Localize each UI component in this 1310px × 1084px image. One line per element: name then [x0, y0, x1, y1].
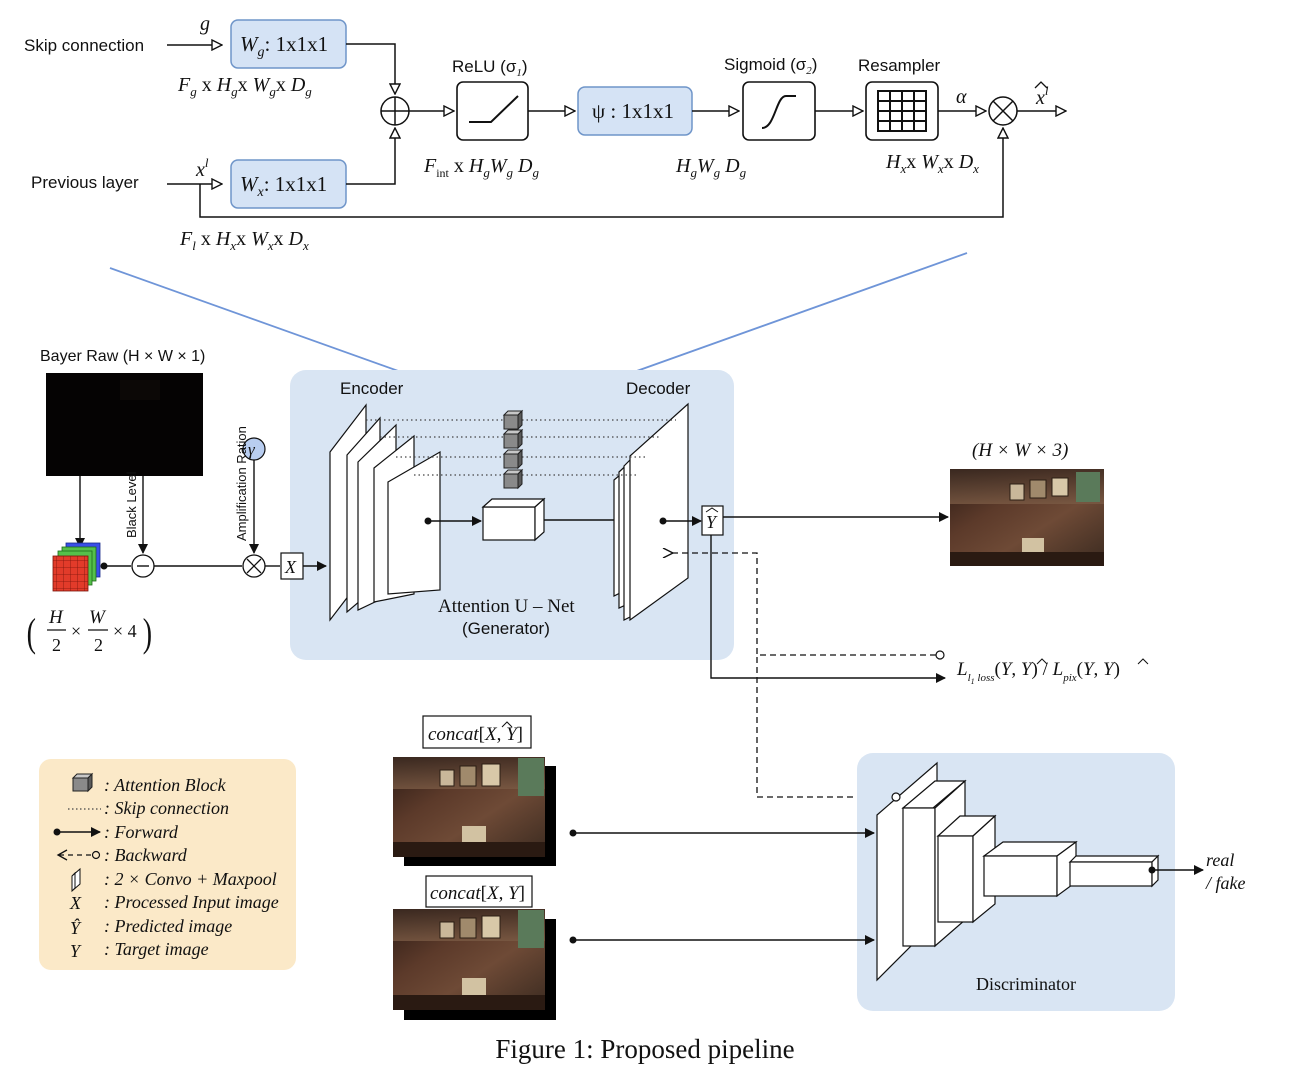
svg-text:W: W [89, 607, 107, 628]
svg-text:× 4: × 4 [113, 621, 137, 641]
black-level-label: Black Level [124, 471, 139, 538]
sigmoid-curve-icon [761, 94, 796, 129]
psi-dims: HgWg Dg [675, 155, 747, 180]
skip-connection-label: Skip connection [24, 36, 144, 55]
legend-cube-icon [71, 772, 94, 793]
wg-label: Wg: 1x1x1 [240, 32, 328, 60]
concat-target-label: concat[X, Y] [430, 883, 525, 904]
resampler-dims: Hxx Wxx Dx [885, 151, 979, 176]
attention-cube [502, 468, 524, 490]
gamma-symbol: γ [248, 440, 256, 459]
fake-label: / fake [1205, 873, 1245, 893]
relu-dims: Fint x HgWg Dg [423, 155, 539, 180]
figure-caption: Figure 1: Proposed pipeline [495, 1034, 795, 1064]
legend: : Attention Block : Skip connection : Fo… [53, 772, 279, 961]
output-dims-label: (H × W × 3) [972, 440, 1068, 461]
legend-item-attention: : Attention Block [104, 775, 227, 795]
output-image [950, 469, 1104, 566]
legend-item-forward: : Forward [104, 822, 179, 842]
legend-x-symbol: X [69, 893, 82, 913]
encoder-label: Encoder [340, 379, 404, 398]
alpha-symbol: α [956, 86, 967, 108]
attention-cube [502, 409, 524, 431]
bottleneck-block [481, 497, 546, 542]
legend-backward-arrow-icon [56, 849, 68, 861]
real-label: real [1206, 850, 1234, 870]
legend-item-y: : Target image [104, 939, 209, 959]
attention-block-cubes [502, 409, 524, 490]
decoder-label: Decoder [626, 379, 691, 398]
legend-item-x: : Processed Input image [104, 892, 279, 912]
wx-label: Wx: 1x1x1 [240, 172, 327, 200]
output-symbol: xl [1035, 83, 1049, 109]
grid-icon [877, 90, 927, 132]
svg-text:H: H [48, 607, 64, 628]
output-hat [1034, 81, 1048, 89]
resampler-label: Resampler [858, 56, 941, 75]
relu-block [456, 81, 529, 141]
legend-item-slab: : 2 × Convo + Maxpool [104, 869, 277, 889]
loss-backward-line [672, 553, 936, 656]
wg-to-sum-line [346, 43, 395, 94]
legend-yhat-symbol: Ŷ [70, 917, 82, 938]
legend-item-yhat: : Predicted image [104, 916, 232, 936]
loss-hat-2 [1137, 658, 1149, 665]
concat-target-group: concat[X, Y] [393, 875, 556, 1020]
psi-label: ψ : 1x1x1 [592, 99, 674, 123]
decoder-slabs [613, 402, 689, 622]
svg-text:2: 2 [52, 635, 61, 655]
relu-label: ReLU (σ1) [452, 57, 528, 79]
attention-cube [502, 428, 524, 450]
legend-item-backward: : Backward [104, 845, 188, 865]
amplify-times-icon [246, 558, 262, 574]
legend-backward-origin-icon [91, 850, 101, 860]
svg-text:(: ( [27, 611, 36, 655]
generator-label: (Generator) [462, 619, 550, 638]
svg-text:×: × [71, 621, 81, 641]
g-symbol: g [200, 13, 210, 35]
bayer-raw-label: Bayer Raw (H × W × 1) [40, 348, 205, 365]
packed-dims-label: ( H 2 × W 2 × 4 ) [27, 607, 153, 655]
legend-slab-icon [71, 867, 81, 893]
legend-panel [39, 759, 296, 970]
relu-curve-icon [469, 95, 519, 123]
packed-4ch-stack [52, 542, 101, 592]
plus-icon [381, 97, 409, 125]
yhat-to-loss-line [710, 535, 946, 683]
legend-y-symbol: Y [70, 941, 82, 961]
wx-to-sum-line [346, 128, 395, 185]
sigmoid-label: Sigmoid (σ2) [724, 55, 817, 77]
x-symbol: xl [195, 155, 209, 181]
svg-text:): ) [143, 611, 152, 655]
unet-label: Attention U – Net [438, 596, 575, 617]
yhat-box [701, 505, 724, 536]
fl-dims: Fl x Hxx Wxx Dx [179, 228, 309, 253]
loss-backward-origin [935, 650, 945, 660]
svg-text:2: 2 [94, 635, 103, 655]
times-icon [992, 100, 1014, 122]
yhat-label: Y [706, 512, 718, 532]
discriminator-label: Discriminator [976, 974, 1076, 994]
x-box-label: X [284, 557, 297, 577]
discriminator-layers [876, 761, 1160, 982]
attention-cube [502, 448, 524, 470]
legend-item-skip: : Skip connection [104, 798, 229, 818]
disc-backward-origin [891, 792, 901, 802]
sigmoid-block [742, 81, 816, 141]
yhat-hat [705, 507, 719, 513]
x-bypass-line [199, 128, 1003, 218]
concat-pred-group: concat[X, Y] [393, 715, 556, 866]
previous-layer-label: Previous layer [31, 173, 139, 192]
skip-connection-dotted [366, 419, 676, 476]
concat-pred-label: concat[X, Y] [428, 724, 523, 745]
fg-dims: Fg x Hgx Wgx Dg [177, 74, 312, 99]
attention-gate-diagram: Skip connection g Previous layer xl Wg: … [24, 13, 1066, 253]
encoder-slabs [329, 403, 441, 622]
bayer-raw-image-detail [120, 380, 160, 400]
disc-backward-line [756, 655, 893, 798]
amplification-label: Amplification Ration [234, 426, 249, 541]
loss-hat-1 [1036, 658, 1048, 665]
